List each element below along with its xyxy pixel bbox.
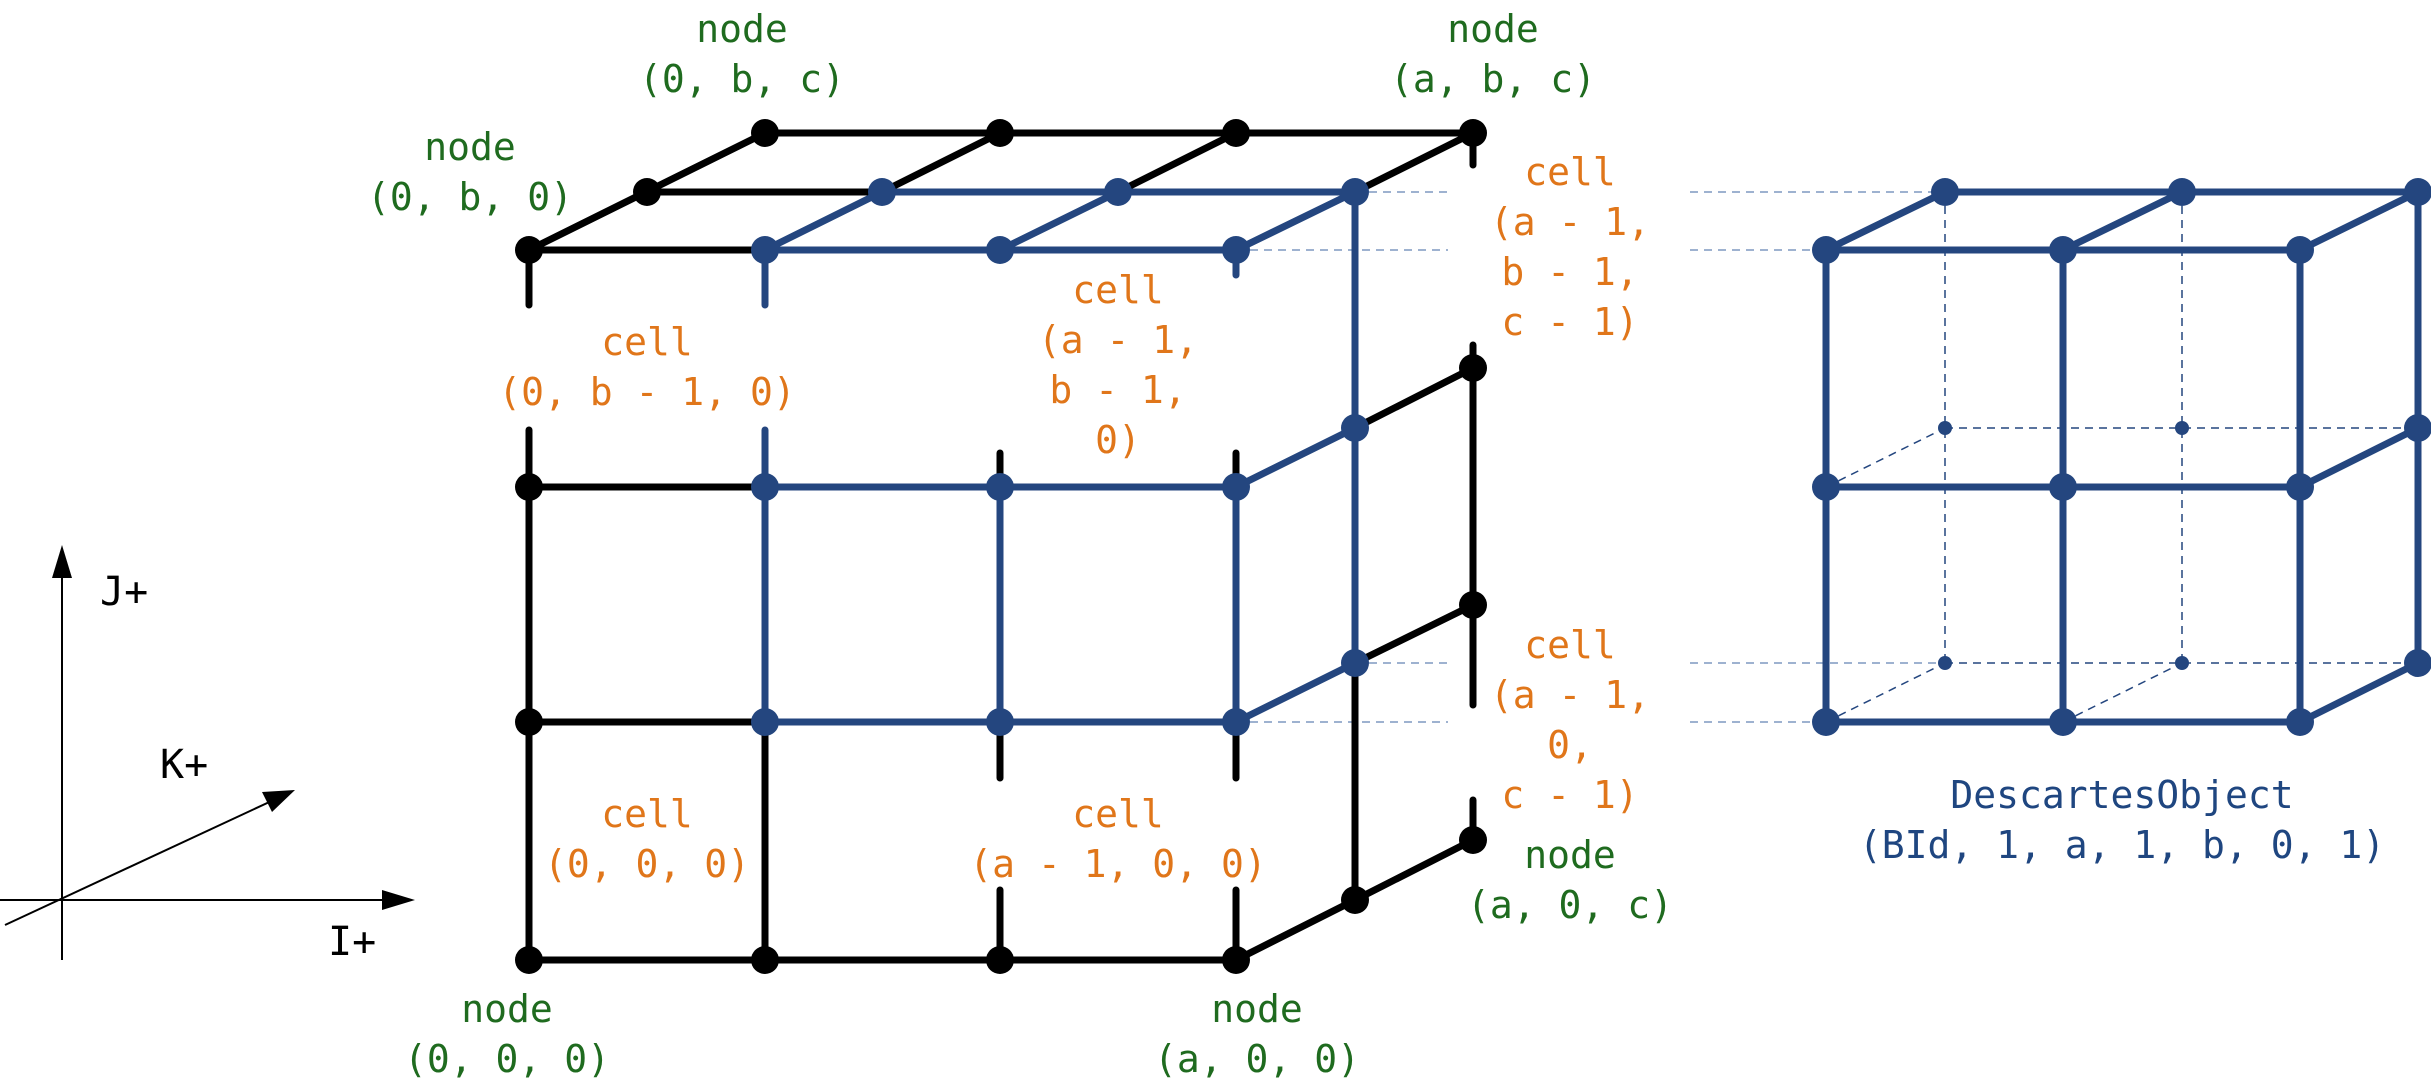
node-label-000: node (0, 0, 0) [404, 987, 610, 1081]
svg-text:(a - 1,: (a - 1, [1038, 318, 1198, 362]
svg-text:node: node [424, 125, 516, 169]
svg-text:node: node [461, 987, 553, 1031]
grid-node [986, 946, 1014, 974]
grid-node [986, 119, 1014, 147]
grid-node [1222, 473, 1250, 501]
svg-text:c - 1): c - 1) [1501, 773, 1638, 817]
grid-node [1459, 354, 1487, 382]
svg-text:c - 1): c - 1) [1501, 300, 1638, 344]
grid-node [751, 473, 779, 501]
grid-node [986, 236, 1014, 264]
svg-text:(0, 0, 0): (0, 0, 0) [544, 842, 750, 886]
node-label-abc: node (a, b, c) [1390, 7, 1596, 101]
object-args: (BId, 1, a, 1, b, 0, 1) [1859, 823, 2385, 867]
svg-text:(a - 1,: (a - 1, [1490, 673, 1650, 717]
grid-node [868, 178, 896, 206]
cell-label-a1-0-c1: cell (a - 1, 0, c - 1) [1490, 623, 1650, 817]
svg-text:0): 0) [1095, 418, 1141, 462]
svg-text:0,: 0, [1547, 723, 1593, 767]
grid-node [1341, 649, 1369, 677]
svg-text:(a - 1, 0, 0): (a - 1, 0, 0) [969, 842, 1266, 886]
j-axis-arrow-icon [52, 545, 72, 578]
svg-text:b - 1,: b - 1, [1049, 368, 1186, 412]
grid-node [633, 178, 661, 206]
grid-node [1459, 119, 1487, 147]
svg-text:(0, b, 0): (0, b, 0) [367, 175, 573, 219]
svg-text:node: node [696, 7, 788, 51]
grid-node [751, 236, 779, 264]
svg-text:cell: cell [1072, 792, 1164, 836]
grid-node [986, 473, 1014, 501]
svg-text:(0, b, c): (0, b, c) [639, 57, 845, 101]
blue-nodes [751, 178, 1369, 736]
grid-node [1222, 946, 1250, 974]
grid-node [1459, 826, 1487, 854]
svg-text:node: node [1211, 987, 1303, 1031]
svg-text:cell: cell [1524, 623, 1616, 667]
cell-label-a1-0-0: cell (a - 1, 0, 0) [969, 792, 1266, 886]
node-label-0b0: node (0, b, 0) [367, 125, 573, 219]
svg-text:node: node [1524, 833, 1616, 877]
i-axis-label: I+ [328, 919, 376, 965]
svg-text:(a, b, c): (a, b, c) [1390, 57, 1596, 101]
svg-text:(0, b - 1, 0): (0, b - 1, 0) [498, 370, 795, 414]
grid-node [515, 473, 543, 501]
grid-node [515, 946, 543, 974]
blue-grid [761, 188, 1359, 726]
svg-text:cell: cell [601, 792, 693, 836]
j-axis-label: J+ [100, 569, 148, 615]
i-axis-arrow-icon [382, 890, 415, 910]
grid-node [1341, 414, 1369, 442]
grid-node [751, 708, 779, 736]
grid-node [1222, 708, 1250, 736]
grid-node [986, 708, 1014, 736]
object-name: DescartesObject [1950, 773, 2293, 817]
grid-node [1341, 178, 1369, 206]
cell-label-0-0-0: cell (0, 0, 0) [544, 792, 750, 886]
svg-text:cell: cell [601, 320, 693, 364]
grid-node [751, 946, 779, 974]
guide-lines [1236, 191, 1945, 723]
grid-node [515, 236, 543, 264]
node-label-a00: node (a, 0, 0) [1154, 987, 1360, 1081]
svg-text:(0, 0, 0): (0, 0, 0) [404, 1037, 610, 1081]
svg-text:(a, 0, c): (a, 0, c) [1467, 883, 1673, 927]
black-nodes [515, 119, 1487, 974]
cell-label-a1-b1-c1: cell (a - 1, b - 1, c - 1) [1490, 150, 1650, 344]
svg-text:cell: cell [1524, 150, 1616, 194]
k-axis-arrow-icon [262, 790, 295, 812]
svg-text:(a, 0, 0): (a, 0, 0) [1154, 1037, 1360, 1081]
svg-text:b - 1,: b - 1, [1501, 250, 1638, 294]
cell-label-a1-b1-0: cell (a - 1, b - 1, 0) [1038, 268, 1198, 462]
svg-text:cell: cell [1072, 268, 1164, 312]
grid-node [515, 708, 543, 736]
descartes-object-label: DescartesObject (BId, 1, a, 1, b, 0, 1) [1859, 773, 2385, 867]
grid-node [1459, 591, 1487, 619]
k-axis-label: K+ [160, 742, 208, 788]
node-label-a0c: node (a, 0, c) [1467, 833, 1673, 927]
axes: J+ K+ I+ [0, 545, 415, 965]
grid-node [1222, 236, 1250, 264]
svg-text:(a - 1,: (a - 1, [1490, 200, 1650, 244]
grid-node [1104, 178, 1132, 206]
grid-node [1222, 119, 1250, 147]
node-label-0bc: node (0, b, c) [639, 7, 845, 101]
grid-node [751, 119, 779, 147]
black-grid [525, 129, 1477, 964]
descartes-object-cube [1812, 178, 2431, 736]
grid-node [1341, 886, 1369, 914]
k-axis [4, 797, 279, 926]
svg-text:node: node [1447, 7, 1539, 51]
cell-label-0-b1-0: cell (0, b - 1, 0) [498, 320, 795, 414]
